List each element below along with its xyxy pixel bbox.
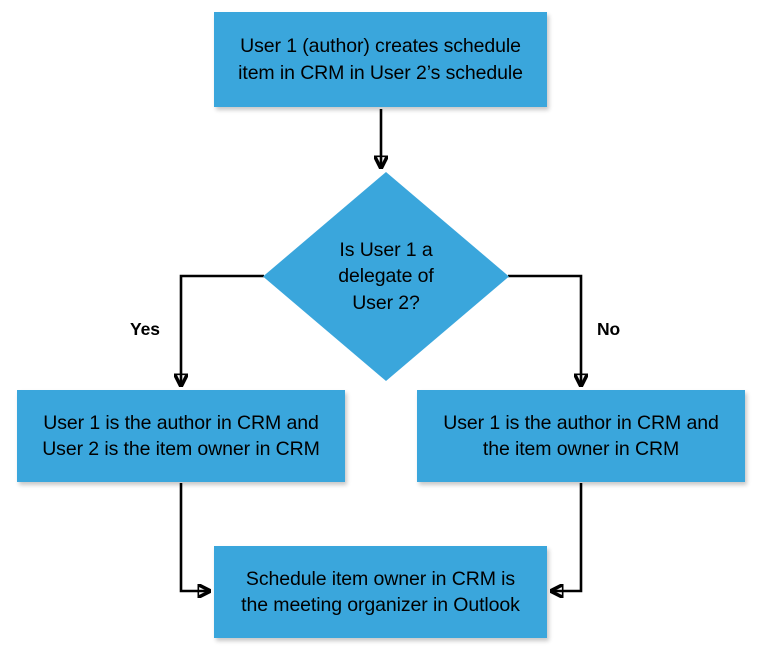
- node-decision-label: Is User 1 a delegate of User 2?: [338, 239, 434, 314]
- node-end-process[interactable]: Schedule item owner in CRM is the meetin…: [214, 546, 547, 638]
- connector-no-result-to-end: [552, 483, 583, 591]
- node-start-process[interactable]: User 1 (author) creates schedule item in…: [214, 12, 547, 107]
- node-decision[interactable]: Is User 1 a delegate of User 2?: [263, 172, 509, 381]
- edge-label-no: No: [597, 319, 621, 339]
- connector-decision-to-yes-result: [181, 274, 264, 385]
- node-yes-result-process[interactable]: User 1 is the author in CRM and User 2 i…: [17, 390, 345, 482]
- connector-yes-result-to-end: [179, 483, 209, 591]
- edge-label-yes: Yes: [130, 319, 160, 339]
- connector-decision-to-no-result: [508, 274, 581, 385]
- node-no-result-process[interactable]: User 1 is the author in CRM and the item…: [417, 390, 745, 482]
